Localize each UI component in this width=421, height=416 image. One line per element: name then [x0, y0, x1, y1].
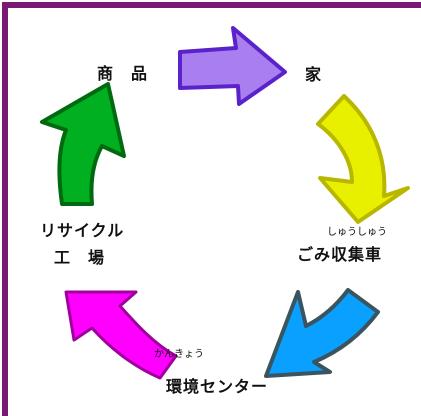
- node-garbage-truck: ごみ収集車: [297, 245, 383, 264]
- node-home: 家: [305, 65, 323, 84]
- node-recycle-factory-line2: 工 場: [54, 248, 106, 267]
- arrow-home-to-garbage-truck: [316, 94, 410, 224]
- node-env-center-ruby: かんきょう: [154, 349, 204, 360]
- node-product: 商 品: [97, 64, 149, 83]
- arrow-env-center-to-recycle-factory: [64, 290, 178, 380]
- node-env-center: 環境センター: [166, 377, 269, 396]
- arrow-recycle-factory-to-product: [40, 82, 126, 206]
- frame-border-top: [2, 2, 421, 8]
- arrow-garbage-truck-to-env-center: [264, 288, 380, 378]
- node-garbage-truck-ruby: しゅうしゅう: [327, 227, 387, 238]
- arrow-product-to-home: [178, 26, 287, 106]
- frame-border-left: [2, 2, 8, 416]
- node-recycle-factory-line1: リサイクル: [40, 221, 125, 240]
